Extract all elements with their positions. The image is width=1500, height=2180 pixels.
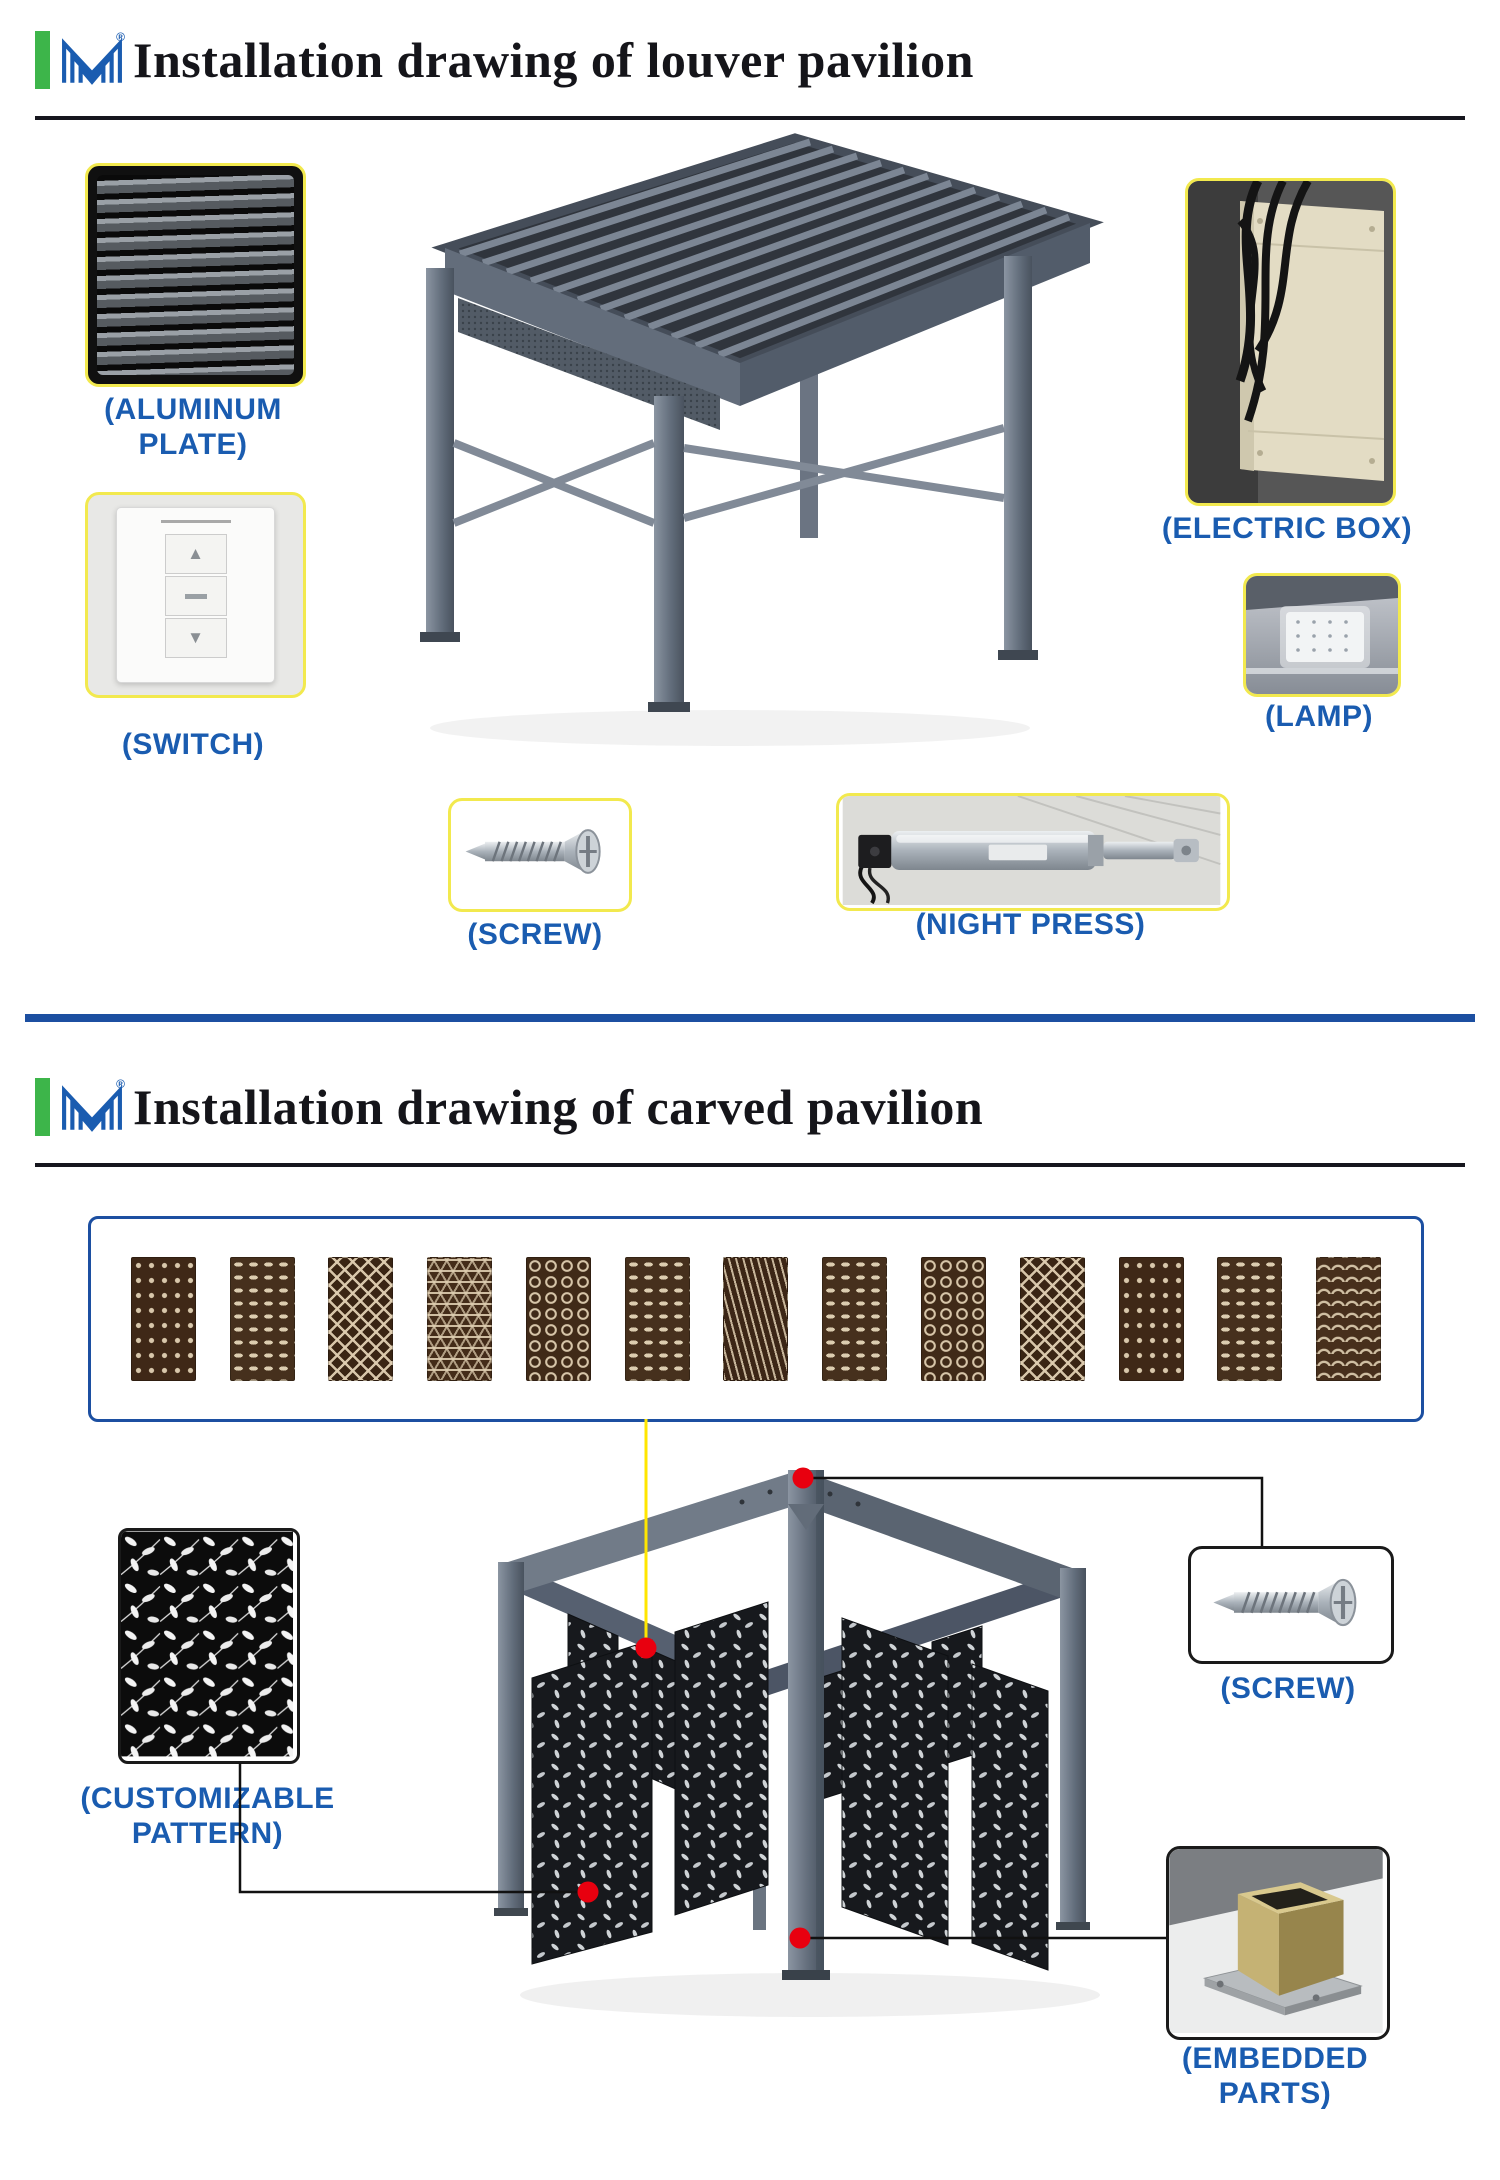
pattern-thumbnail-rings — [921, 1257, 987, 1381]
lamp-image — [1243, 573, 1401, 697]
pattern-thumbnail-vine — [130, 1257, 196, 1381]
section1-header: ® Installation drawing of louver pavilio… — [35, 28, 974, 92]
customizable-pattern-label: (CUSTOMIZABLE PATTERN) — [80, 1782, 335, 1850]
accent-bar — [35, 1078, 50, 1136]
arrow-down-icon: ▼ — [187, 628, 204, 647]
switch-up-button: ▲ — [164, 534, 227, 574]
screw-image-2 — [1188, 1546, 1394, 1664]
pattern-thumbnail-diamond-lattice — [328, 1257, 394, 1381]
embedded-parts-label: (EMBEDDED PARTS) — [1181, 2042, 1369, 2110]
pattern-thumbnail-fish-scales — [1316, 1257, 1382, 1381]
pattern-thumbnail-leaf-scatter — [624, 1257, 690, 1381]
pattern-thumbnail-geometric-triangles — [427, 1257, 493, 1381]
arrow-up-icon: ▲ — [187, 544, 204, 563]
stop-icon — [184, 593, 207, 599]
customizable-pattern-image — [118, 1528, 300, 1764]
switch-stop-button — [164, 576, 227, 616]
registered-mark: ® — [116, 1077, 125, 1091]
night-press-label: (NIGHT PRESS) — [915, 908, 1146, 941]
switch-label: (SWITCH) — [121, 728, 265, 761]
switch-plate: ▲ ▼ — [116, 507, 275, 683]
section-divider — [25, 1014, 1475, 1022]
louver-slats — [97, 175, 294, 375]
switch-down-button: ▼ — [164, 618, 227, 658]
switch-slot — [160, 520, 231, 523]
electric-box-label: (ELECTRIC BOX) — [1161, 512, 1413, 545]
header-rule — [35, 1163, 1465, 1167]
header-rule — [35, 116, 1465, 120]
louver-pavilion-photo — [370, 128, 1110, 748]
pattern-thumbnail-branch-leaves — [229, 1257, 295, 1381]
lamp-label: (LAMP) — [1265, 700, 1373, 733]
pattern-thumbnail-tropical-leaves — [822, 1257, 888, 1381]
aluminum-plate-label: (ALUMINUM PLATE) — [104, 393, 282, 461]
registered-mark: ® — [116, 30, 125, 44]
pattern-thumbnail-dandelion-rings — [525, 1257, 591, 1381]
brand-logo-icon: ® — [61, 1077, 125, 1133]
aluminum-plate-image — [85, 163, 306, 387]
screw-label: (SCREW) — [467, 918, 603, 951]
night-press-image — [836, 793, 1230, 911]
accent-bar — [35, 31, 50, 89]
carved-pavilion-photo — [470, 1430, 1150, 2070]
pattern-thumbnail-speckle-vine — [1118, 1257, 1184, 1381]
section2-header: ® Installation drawing of carved pavilio… — [35, 1075, 983, 1139]
pattern-options-box — [88, 1216, 1424, 1422]
electric-box-image — [1185, 178, 1396, 506]
pattern-thumbnail-lattice — [1019, 1257, 1085, 1381]
brand-logo-icon: ® — [61, 30, 125, 86]
pattern-thumbnail-fern-stripes — [723, 1257, 789, 1381]
pattern-thumbnail-branch-leaves-2 — [1217, 1257, 1283, 1381]
embedded-parts-image — [1166, 1846, 1390, 2040]
screw-image — [448, 798, 632, 912]
section2-title: Installation drawing of carved pavilion — [133, 1079, 984, 1135]
screw-label-2: (SCREW) — [1220, 1672, 1356, 1705]
section1-title: Installation drawing of louver pavilion — [133, 32, 974, 88]
switch-image: ▲ ▼ — [85, 492, 306, 698]
